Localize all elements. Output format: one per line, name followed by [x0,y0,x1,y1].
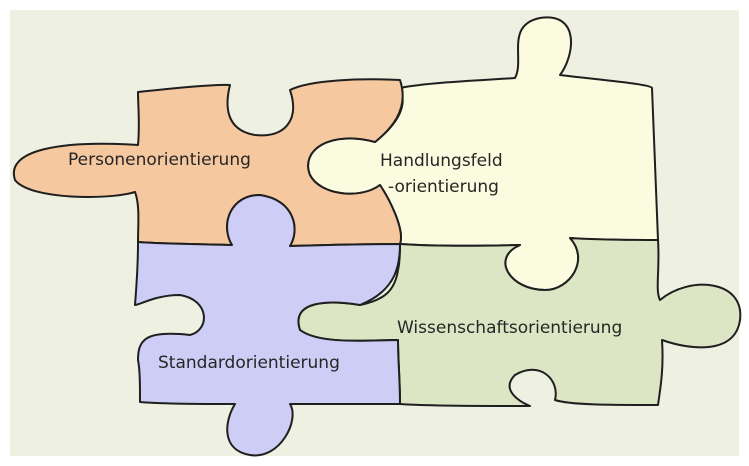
piece-standard [134,194,401,457]
label-wissenschaftsorientierung: Wissenschaftsorientierung [397,318,623,338]
label-standardorientierung: Standardorientierung [158,353,340,373]
label-handlungsfeld-line1: Handlungsfeld [380,151,503,171]
label-handlungsfeld-line2: -orientierung [388,177,499,197]
label-personenorientierung: Personenorientierung [68,150,251,170]
